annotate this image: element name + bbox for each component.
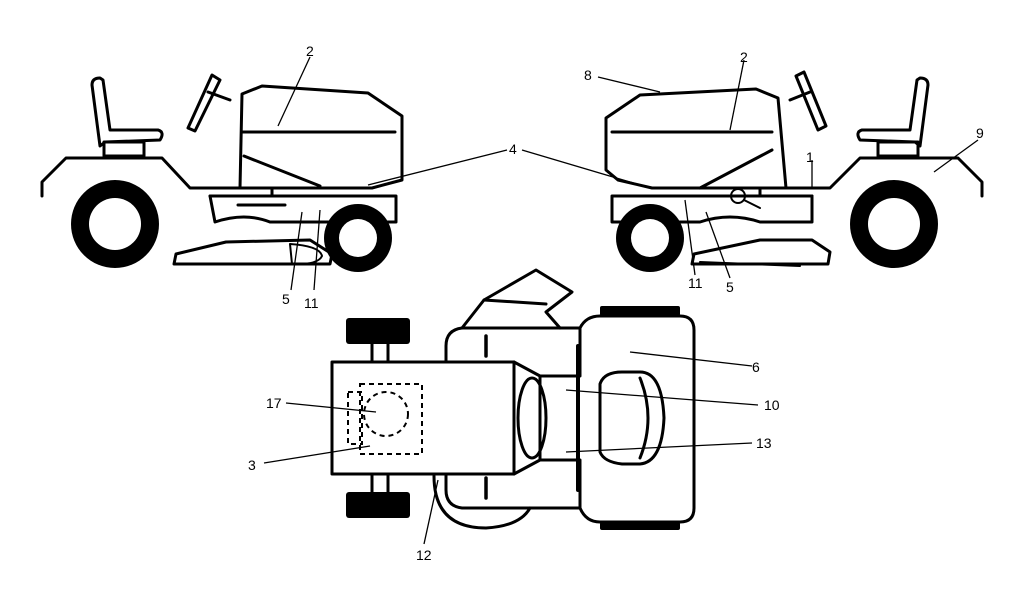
callout-2-left: 2 (306, 43, 314, 59)
callout-8: 8 (584, 67, 592, 83)
callout-4: 4 (509, 141, 517, 157)
callout-5-right: 5 (726, 279, 734, 295)
mower-left-side-view (40, 73, 404, 272)
callout-3: 3 (248, 457, 256, 473)
leader-lines (263, 56, 979, 545)
callout-12: 12 (416, 547, 432, 563)
callout-10: 10 (764, 397, 780, 413)
callout-11-right: 11 (688, 275, 703, 291)
mower-top-view (330, 268, 696, 530)
callout-labels: 2 4 5 11 8 2 1 9 11 5 6 10 13 17 3 12 (248, 43, 984, 563)
callout-5-left: 5 (282, 291, 290, 307)
callout-2-right: 2 (740, 49, 748, 65)
callout-11-left: 11 (304, 295, 319, 311)
callout-13: 13 (756, 435, 772, 451)
callout-9: 9 (976, 125, 984, 141)
mower-right-side-view (604, 70, 984, 272)
callout-1: 1 (806, 149, 814, 165)
callout-6: 6 (752, 359, 760, 375)
callout-17: 17 (266, 395, 282, 411)
